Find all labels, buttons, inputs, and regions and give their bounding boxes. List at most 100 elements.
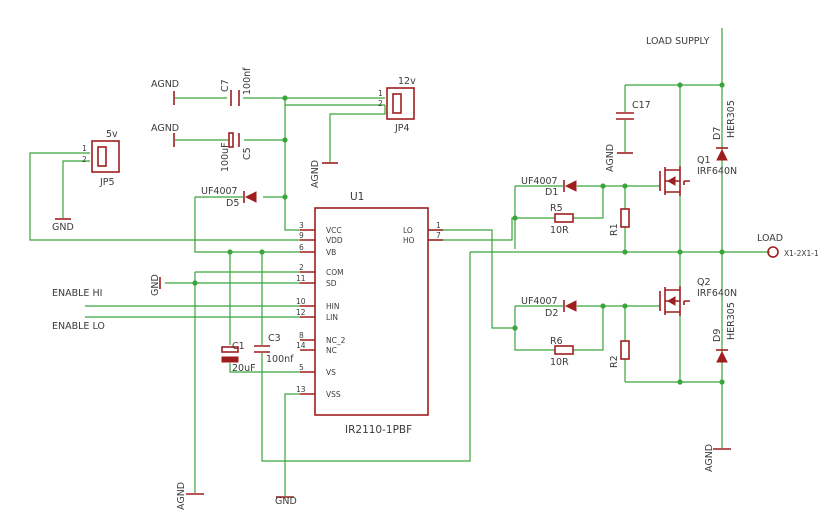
q1-mosfet xyxy=(659,166,690,196)
load-conn-label: X1-2X1-1 xyxy=(784,249,819,258)
wires xyxy=(29,28,770,496)
u1-name: U1 xyxy=(350,191,364,203)
gnd-label-sd: GND xyxy=(150,274,161,296)
u1-pin-name: NC xyxy=(326,346,337,355)
c7-value: 100nf xyxy=(242,67,253,95)
c5-name: C5 xyxy=(242,147,253,160)
jp4-name: JP4 xyxy=(394,123,410,134)
q2-mosfet xyxy=(659,286,690,316)
r6-name: R6 xyxy=(550,336,563,347)
r6-resistor xyxy=(554,345,574,355)
d5-diode xyxy=(243,191,257,203)
enable-hi-label: ENABLE HI xyxy=(52,288,102,299)
u1-pin-name: LO xyxy=(403,226,413,235)
ground-symbols xyxy=(55,91,731,498)
u1-chip-body xyxy=(314,207,429,416)
agnd-label-c7: AGND xyxy=(151,79,179,90)
d9-diode xyxy=(716,349,728,363)
u1-pin-name: VCC xyxy=(326,226,342,235)
d2-value: UF4007 xyxy=(521,296,558,307)
u1-pin-num: 8 xyxy=(299,331,304,340)
agnd-label-jp4: AGND xyxy=(310,160,321,188)
q2-value: IRF640N xyxy=(697,288,737,299)
d9-value: HER305 xyxy=(726,302,737,340)
u1-pin-num: 11 xyxy=(296,274,306,283)
u1-pin-num: 13 xyxy=(296,385,306,394)
u1-pin-name: HO xyxy=(403,236,415,245)
u1-pin-num: 1 xyxy=(436,221,441,230)
u1-pin-name: VB xyxy=(326,248,336,257)
jp4-value: 12v xyxy=(398,76,416,87)
u1-value: IR2110-1PBF xyxy=(345,424,412,436)
r1-resistor xyxy=(620,208,630,228)
jp4-connector xyxy=(386,87,415,120)
q1-name: Q1 xyxy=(697,155,711,166)
u1-pin-name: VDD xyxy=(326,236,343,245)
load-label: LOAD xyxy=(757,233,783,244)
u1-pin-num: 10 xyxy=(296,297,306,306)
d7-diode xyxy=(716,147,728,161)
c5-value: 100uF xyxy=(220,142,231,172)
r6-value: 10R xyxy=(550,357,569,368)
u1-pin-name: SD xyxy=(326,279,337,288)
agnd-label-c17: AGND xyxy=(605,144,616,172)
q1-value: IRF640N xyxy=(697,166,737,177)
c17-capacitor xyxy=(616,112,634,120)
d9-name: D9 xyxy=(712,329,723,342)
junctions xyxy=(192,82,725,385)
c17-name: C17 xyxy=(632,100,651,111)
u1-pin-name: VSS xyxy=(326,390,341,399)
u1-pin-name: COM xyxy=(326,268,344,277)
u1-pin-name: LIN xyxy=(326,313,338,322)
agnd-label-c1: AGND xyxy=(176,482,187,510)
d2-name: D2 xyxy=(545,308,558,319)
d1-value: UF4007 xyxy=(521,176,558,187)
u1-pin-num: 6 xyxy=(299,243,304,252)
load-supply-label: LOAD SUPPLY xyxy=(646,36,710,47)
gnd-label-vss: GND xyxy=(275,496,297,507)
q2-name: Q2 xyxy=(697,277,711,288)
jp5-name: JP5 xyxy=(99,177,115,188)
u1-pin-name: HIN xyxy=(326,302,339,311)
u1-pin-num: 5 xyxy=(299,363,304,372)
jp5-pin2: 2 xyxy=(82,155,87,164)
u1-pin-name: NC_2 xyxy=(326,336,346,345)
c1-capacitor xyxy=(221,346,239,363)
d5-value: UF4007 xyxy=(201,186,238,197)
u1-pin-num: 7 xyxy=(436,231,441,240)
jp4-pin1: 1 xyxy=(378,89,383,98)
agnd-label-load: AGND xyxy=(704,444,715,472)
u1-pin-num: 12 xyxy=(296,308,306,317)
d5-name: D5 xyxy=(226,198,239,209)
u1-left-pins: 3 VCC 9 VDD 6 VB 2 COM 11 SD 10 HIN 12 L… xyxy=(296,221,346,399)
r1-name: R1 xyxy=(609,223,620,236)
jp5-pin1: 1 xyxy=(82,144,87,153)
u1-pin-num: 9 xyxy=(299,231,304,240)
r5-resistor xyxy=(554,213,574,223)
c3-value: 100nf xyxy=(266,354,294,365)
load-connector xyxy=(767,246,779,258)
c7-capacitor xyxy=(230,90,240,106)
r5-value: 10R xyxy=(550,225,569,236)
u1-pin-num: 14 xyxy=(296,341,306,350)
enable-lo-label: ENABLE LO xyxy=(52,321,105,332)
u1-pin-num: 3 xyxy=(299,221,304,230)
gnd-label-jp5: GND xyxy=(52,222,74,233)
u1-pin-stubs xyxy=(300,229,443,395)
c1-name: C1 xyxy=(232,341,245,352)
jp4-pin2: 2 xyxy=(378,99,383,108)
c7-name: C7 xyxy=(220,79,231,92)
jp5-value: 5v xyxy=(106,129,118,140)
d1-name: D1 xyxy=(545,187,558,198)
d2-diode xyxy=(563,300,577,312)
u1-pin-num: 2 xyxy=(299,263,304,272)
r2-resistor xyxy=(620,340,630,360)
d7-value: HER305 xyxy=(726,100,737,138)
c3-name: C3 xyxy=(268,333,281,344)
c5-capacitor xyxy=(228,132,240,148)
u1-pin-name: VS xyxy=(326,368,336,377)
d7-name: D7 xyxy=(712,127,723,140)
r5-name: R5 xyxy=(550,203,563,214)
u1-right-pins: 1 LO 7 HO xyxy=(403,221,441,245)
